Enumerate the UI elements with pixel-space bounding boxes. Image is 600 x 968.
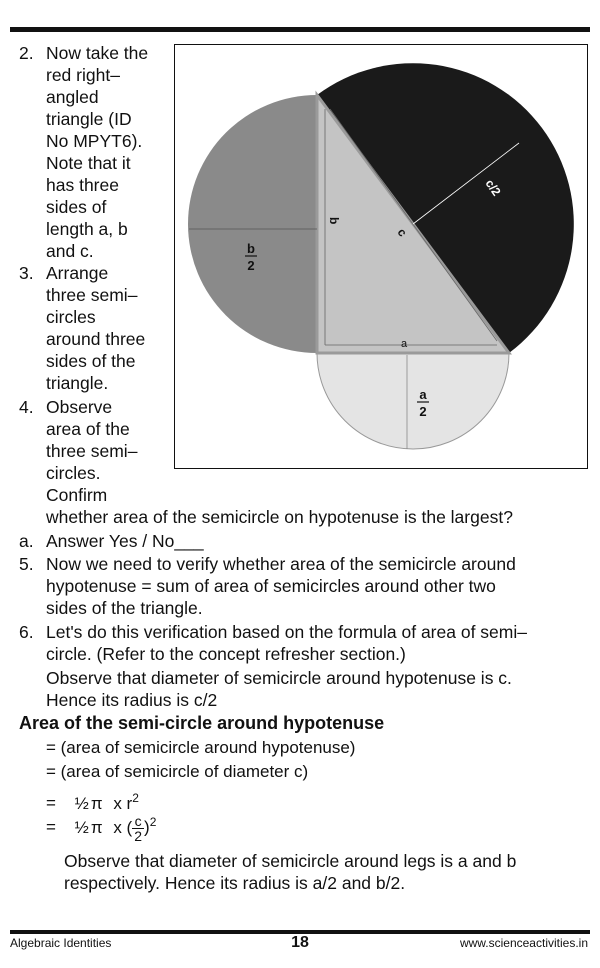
bottom-rule: [10, 930, 590, 934]
closing-line: Observe that diameter of semicircle arou…: [64, 851, 517, 871]
exponent: 2: [149, 815, 157, 829]
step-number: 2.: [19, 43, 34, 63]
equation-2: = (area of semicircle of diameter c): [46, 762, 309, 781]
pythagoras-semicircles-diagram: c b a c/2 b 2 a 2: [188, 63, 574, 450]
step-line: three semi–: [46, 285, 138, 305]
step-line: around three: [46, 329, 146, 349]
close-paren: ): [144, 817, 150, 837]
half-symbol: ½: [74, 793, 89, 813]
step-line: Now take the: [46, 43, 149, 63]
step-line: three semi–: [46, 441, 138, 461]
step-line: circles.: [46, 463, 101, 483]
denominator: 2: [134, 827, 143, 844]
equals-sign: =: [46, 793, 56, 813]
step-line: Observe that diameter of semicircle arou…: [46, 668, 512, 688]
radius-c-line: [412, 142, 520, 225]
footer-url: www.scienceactivities.in: [459, 936, 588, 950]
a2-denominator: 2: [419, 404, 426, 419]
step-number: 5.: [19, 554, 34, 574]
step-line: Arrange: [46, 263, 109, 283]
step-line: sides of the: [46, 351, 136, 371]
times-r: x r: [113, 793, 133, 813]
step-line: red right–: [46, 65, 120, 85]
step-line: and c.: [46, 241, 94, 261]
step-line: Hence its radius is c/2: [46, 690, 218, 710]
equals-sign: =: [46, 817, 56, 837]
step-line: whether area of the semicircle on hypote…: [46, 507, 513, 527]
step-line: Note that it: [46, 153, 131, 173]
numerator: c: [132, 814, 145, 829]
b2-denominator: 2: [247, 258, 254, 273]
step-line: Now we need to verify whether area of th…: [46, 554, 516, 574]
footer-title: Algebraic Identities: [10, 936, 112, 950]
closing-line: respectively. Hence its radius is a/2 an…: [64, 873, 406, 893]
semicircle-a: [316, 352, 510, 450]
hypotenuse-line: [329, 108, 498, 342]
label-b: b: [327, 217, 341, 224]
step-line: hypotenuse = sum of area of semicircles …: [46, 576, 496, 596]
step-line: Observe: [46, 397, 113, 417]
step-line: sides of the triangle.: [46, 598, 203, 618]
step-line: triangle.: [46, 373, 109, 393]
equation-1: = (area of semicircle around hypotenuse): [46, 738, 356, 757]
step-number: 6.: [19, 622, 34, 642]
label-a-over-2: a 2: [417, 387, 429, 419]
step-line: triangle (ID: [46, 109, 132, 129]
step-line: circles: [46, 307, 96, 327]
answer-label: a.: [19, 531, 34, 551]
semicircles-figure: c b a c/2 b 2 a 2: [174, 44, 588, 469]
step-line: Confirm: [46, 485, 108, 505]
step-line: has three: [46, 175, 119, 195]
pi-symbol: π: [90, 793, 103, 813]
step-line: circle. (Refer to the concept refresher …: [46, 644, 406, 664]
semicircle-c: [317, 63, 574, 353]
step-line: area of the: [46, 419, 130, 439]
page-number: 18: [291, 934, 309, 951]
pi-symbol: π: [90, 817, 103, 837]
step-number: 3.: [19, 263, 34, 283]
half-symbol: ½: [74, 817, 89, 837]
step-line: No MPYT6).: [46, 131, 143, 151]
semicircle-b: [188, 95, 317, 353]
a2-numerator: a: [419, 387, 427, 402]
answer-text: Answer Yes / No___: [46, 531, 204, 551]
section-heading: Area of the semi-circle around hypotenus…: [19, 713, 385, 733]
step-line: sides of: [46, 197, 107, 217]
step-line: angled: [46, 87, 99, 107]
label-b-over-2: b 2: [245, 241, 257, 273]
step-number: 4.: [19, 397, 34, 417]
label-a: a: [401, 338, 408, 350]
step-line: Let's do this verification based on the …: [46, 622, 527, 642]
b2-numerator: b: [247, 241, 255, 256]
top-rule: [10, 27, 590, 32]
exponent: 2: [132, 791, 139, 805]
step-line: length a, b: [46, 219, 128, 239]
times-open: x (: [113, 817, 133, 837]
